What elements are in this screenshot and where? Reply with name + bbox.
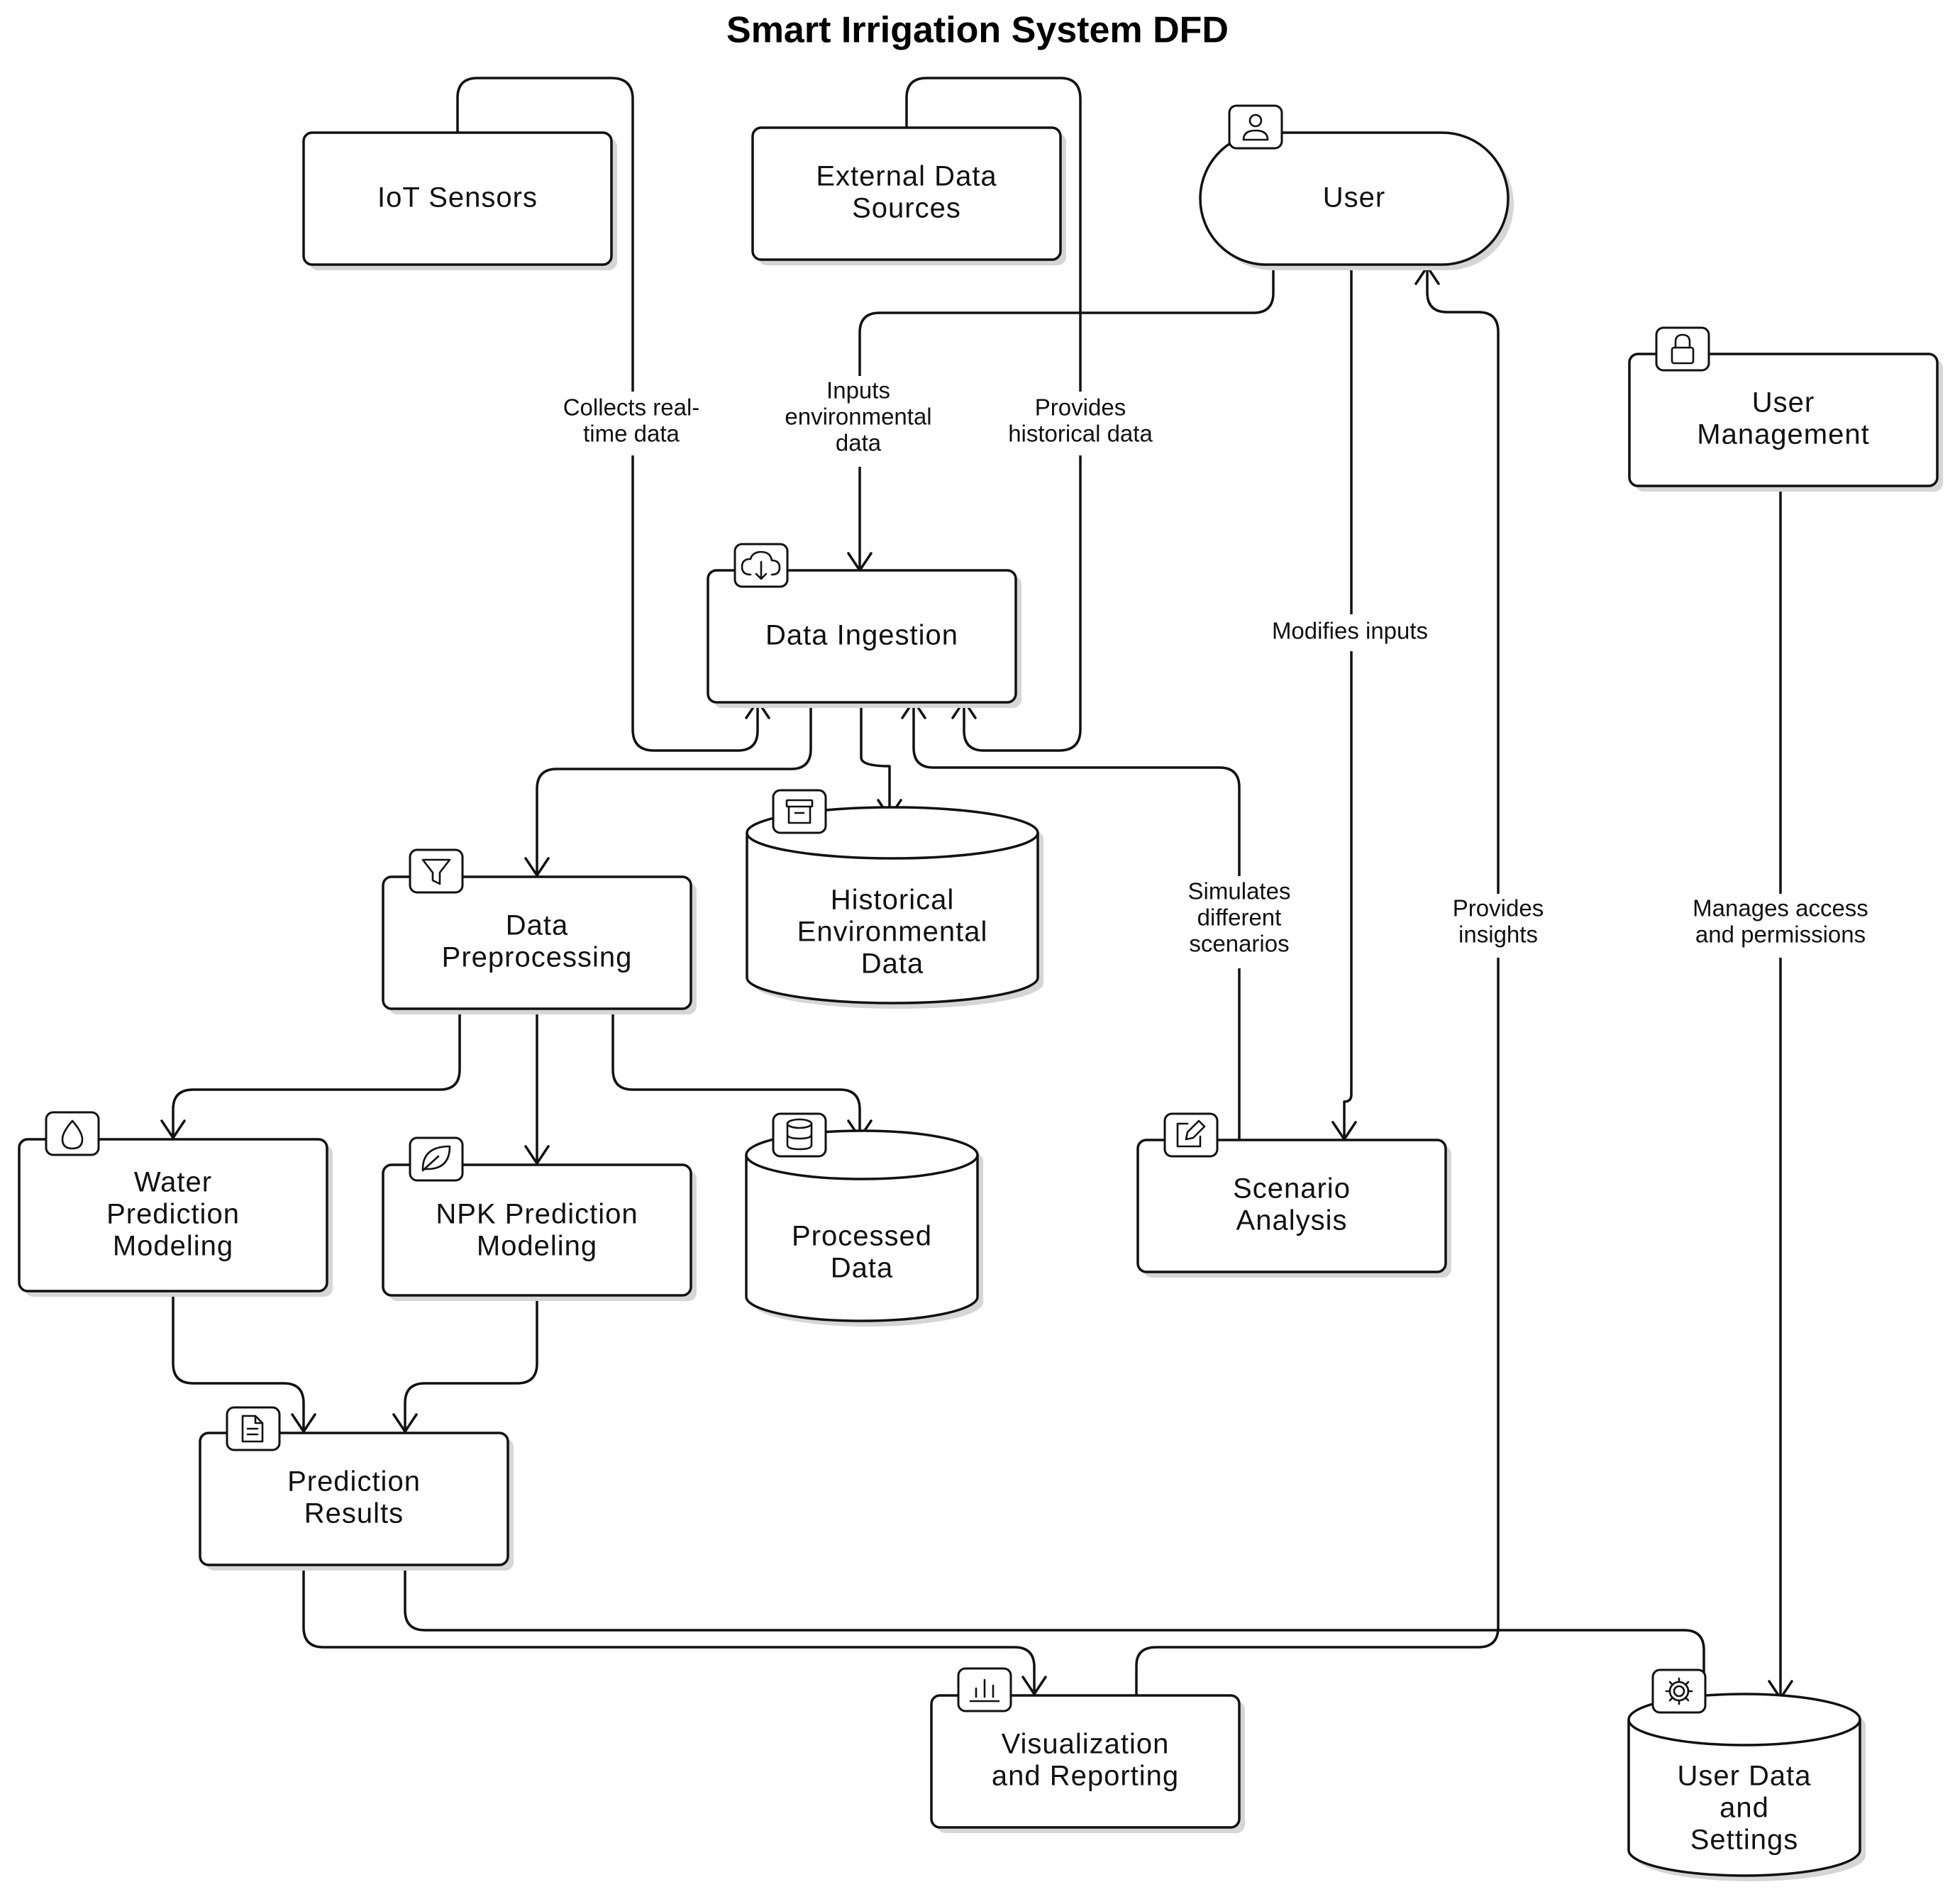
edge-label-insights-line2: insights	[1458, 921, 1538, 948]
leaf-icon	[409, 1136, 464, 1182]
node-user-management[interactable]: User Management	[1628, 326, 1943, 492]
node-visualization-line2: and Reporting	[992, 1761, 1179, 1792]
node-historical-line3: Data	[861, 948, 924, 980]
node-preprocessing-line1: Data	[506, 910, 569, 941]
archive-icon	[772, 789, 827, 834]
edge-label-simulates-line3: scenarios	[1189, 931, 1289, 957]
edge-results-to-userdata	[404, 1563, 1705, 1701]
node-user[interactable]: User	[1199, 104, 1514, 270]
node-npk-line2: Modeling	[477, 1231, 597, 1262]
file-text-icon	[226, 1406, 281, 1451]
node-external-data-sources[interactable]: External Data Sources	[751, 126, 1066, 265]
node-results-line2: Results	[304, 1498, 404, 1529]
edge-label-manages-line2: and permissions	[1695, 921, 1866, 948]
node-user-management-line1: User	[1752, 387, 1815, 419]
edge-label-modifies: Modifies inputs	[1272, 618, 1428, 644]
node-scenario-analysis[interactable]: Scenario Analysis	[1136, 1112, 1451, 1278]
edge-label-manages-line1: Manages access	[1693, 895, 1868, 921]
edge-visualization-to-user	[1135, 267, 1500, 1695]
node-iot-sensors[interactable]: IoT Sensors	[302, 131, 617, 270]
edge-scenario-to-ingestion	[912, 701, 1241, 1140]
edge-label-collects-line1: Collects real-	[563, 394, 700, 421]
edge-label-provides-hist-line2: historical data	[1008, 421, 1153, 447]
bar-chart-icon	[957, 1667, 1012, 1712]
database-icon	[772, 1112, 827, 1158]
arrowhead-results-right	[392, 1413, 418, 1433]
node-scenario-line2: Analysis	[1236, 1205, 1348, 1236]
arrowhead-water-in	[160, 1119, 186, 1139]
diagram-title: Smart Irrigation System DFD	[726, 10, 1229, 51]
edge-label-provides-hist-line1: Provides	[1035, 394, 1126, 421]
user-icon	[1228, 104, 1283, 150]
node-iot-sensors-label: IoT Sensors	[377, 182, 538, 214]
edge-preprocessing-to-processed	[611, 1004, 861, 1139]
node-water-line3: Modeling	[113, 1231, 233, 1262]
node-userdata-line1: User Data	[1677, 1761, 1811, 1792]
arrowhead-visualization-in	[1021, 1676, 1047, 1695]
edge-label-inputs-line2: environmental	[785, 404, 931, 430]
node-scenario-line1: Scenario	[1233, 1173, 1351, 1205]
edge-user-to-scenario	[1343, 265, 1353, 1140]
node-prediction-results[interactable]: Prediction Results	[199, 1406, 514, 1571]
arrowhead-results-left	[291, 1413, 316, 1433]
edges	[172, 77, 1782, 1701]
edge-water-to-results	[172, 1288, 305, 1433]
droplet-icon	[45, 1111, 100, 1156]
node-userdata-line2: and	[1719, 1793, 1769, 1824]
lock-icon	[1655, 326, 1710, 372]
edge-label-collects-line2: time data	[583, 421, 680, 447]
edit-icon	[1163, 1112, 1219, 1158]
arrowhead-preprocessing-in	[524, 857, 550, 877]
edge-label-inputs-line1: Inputs	[826, 377, 890, 404]
edge-ingestion-to-historical	[860, 699, 891, 817]
node-data-preprocessing[interactable]: Data Preprocessing	[382, 848, 697, 1014]
node-data-ingestion[interactable]: Data Ingestion	[707, 543, 1021, 708]
node-external-label-line2: Sources	[852, 193, 961, 224]
node-user-label: User	[1323, 182, 1385, 214]
edge-npk-to-results	[404, 1294, 538, 1433]
node-user-data-and-settings[interactable]: User Data and Settings	[1627, 1668, 1866, 1881]
node-npk-prediction-modeling[interactable]: NPK Prediction Modeling	[382, 1136, 697, 1301]
node-npk-line1: NPK Prediction	[436, 1199, 638, 1230]
node-visualization-line1: Visualization	[1002, 1729, 1170, 1760]
edge-labels: Collects real- time data Inputs environm…	[543, 376, 1894, 968]
node-historical-line1: Historical	[831, 885, 954, 916]
node-external-label-line1: External Data	[816, 161, 997, 192]
gear-icon	[1651, 1668, 1707, 1714]
node-results-line1: Prediction	[287, 1466, 421, 1498]
node-processed-line1: Processed	[792, 1221, 932, 1252]
edge-ingestion-to-preprocessing	[536, 699, 812, 877]
node-data-ingestion-label: Data Ingestion	[765, 620, 958, 651]
edge-results-to-visualization	[302, 1563, 1036, 1694]
node-visualization-and-reporting[interactable]: Visualization and Reporting	[930, 1667, 1245, 1833]
edge-label-insights-line1: Provides	[1453, 895, 1544, 921]
node-user-management-line2: Management	[1697, 419, 1869, 450]
node-userdata-line3: Settings	[1690, 1825, 1799, 1856]
cloud-download-icon	[733, 543, 789, 588]
edge-label-inputs-line3: data	[836, 430, 882, 456]
node-processed-line2: Data	[831, 1253, 894, 1284]
edge-user-to-ingestion	[858, 265, 1275, 571]
filter-icon	[409, 848, 464, 894]
edge-label-simulates-line1: Simulates	[1188, 878, 1291, 904]
arrowhead-npk-in	[524, 1145, 550, 1165]
node-historical-line2: Environmental	[797, 917, 988, 948]
node-processed-data[interactable]: Processed Data	[745, 1112, 983, 1327]
node-water-line1: Water	[134, 1167, 212, 1198]
node-preprocessing-line2: Preprocessing	[442, 942, 633, 973]
edge-preprocessing-to-water	[172, 1004, 461, 1139]
node-historical-environmental-data[interactable]: Historical Environmental Data	[746, 789, 1043, 1009]
edge-label-simulates-line2: different	[1197, 904, 1282, 931]
node-water-prediction-modeling[interactable]: Water Prediction Modeling	[18, 1111, 333, 1297]
node-water-line2: Prediction	[106, 1199, 240, 1230]
